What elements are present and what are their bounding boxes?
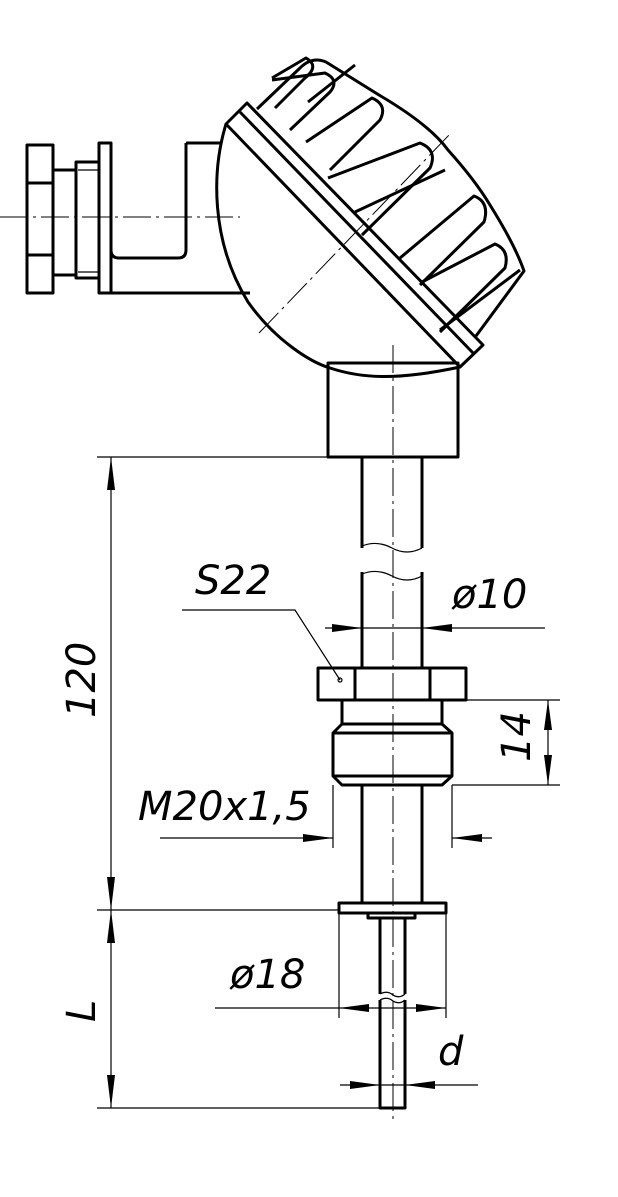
- label-120: 120: [59, 642, 105, 718]
- cover-ribs: [271, 56, 521, 334]
- head-centerline: [258, 133, 451, 334]
- label-phi18: ø18: [229, 952, 305, 998]
- label-L: L: [59, 1000, 105, 1022]
- sensor-body: [316, 457, 468, 1110]
- connection-head: [215, 56, 526, 459]
- cable-gland: [25, 141, 250, 295]
- label-phi10: ø10: [451, 572, 527, 618]
- thread: [331, 722, 454, 787]
- label-d: d: [438, 1029, 464, 1075]
- label-s22: S22: [195, 558, 271, 604]
- label-thread: M20x1,5: [138, 784, 311, 830]
- label-14: 14: [494, 711, 540, 762]
- hex-nut: [316, 666, 468, 702]
- dimensions: [97, 456, 560, 1109]
